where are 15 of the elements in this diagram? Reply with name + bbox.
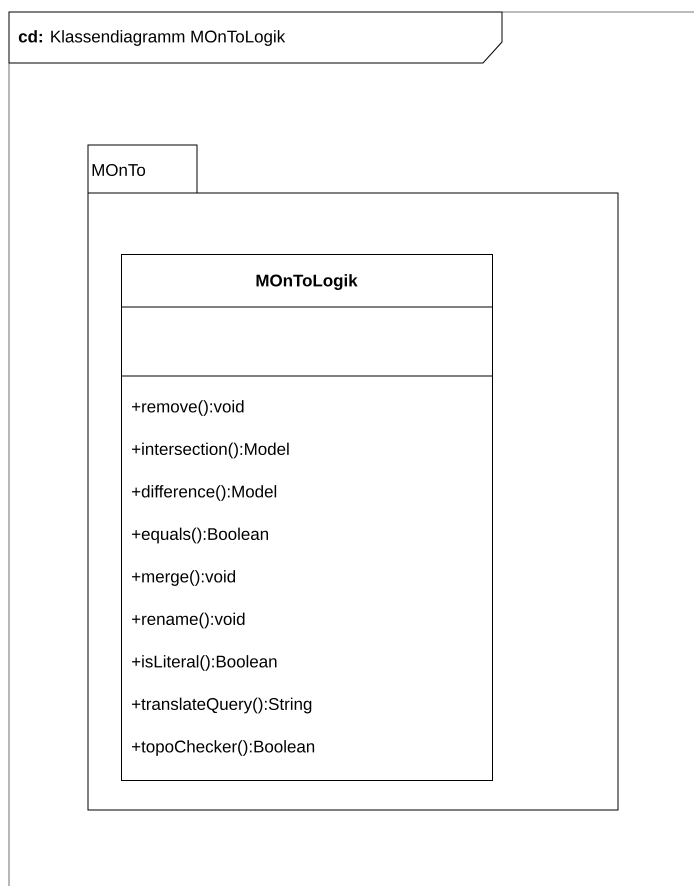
class-box	[120, 254, 493, 781]
operation: +equals():Boolean	[132, 528, 268, 544]
operation: +remove():void	[132, 400, 244, 416]
frame-title: cd: Klassendiagramm MOnToLogik	[18, 30, 286, 46]
class-name: MOnToLogik	[256, 274, 358, 290]
package-box	[88, 144, 618, 810]
operation: +difference():Model	[132, 485, 276, 501]
operation: +isLiteral():Boolean	[132, 655, 276, 671]
operation: +merge():void	[132, 570, 236, 586]
diagram-frame	[8, 12, 694, 886]
operation: +rename():void	[132, 612, 244, 628]
operation: +topoChecker():Boolean	[132, 740, 314, 756]
package-tab: MOnTo	[88, 144, 198, 194]
operation: +translateQuery():String	[132, 698, 312, 714]
operation: +intersection():Model	[132, 442, 289, 458]
